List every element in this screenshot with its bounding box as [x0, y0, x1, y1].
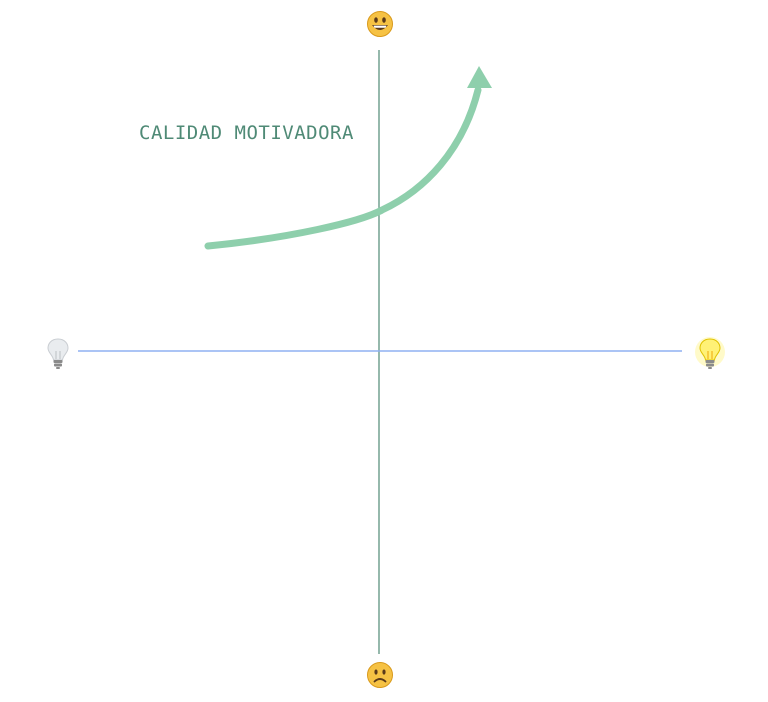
curved-arrow — [204, 66, 492, 250]
arrow-curve — [204, 86, 482, 250]
lightbulb-on-icon — [695, 337, 725, 369]
grinning-face-icon — [367, 11, 393, 37]
axis-label: CALIDAD MOTIVADORA — [139, 122, 354, 144]
lightbulb-off-icon — [47, 338, 69, 369]
frowning-face-icon — [367, 662, 393, 688]
arrow-head — [467, 66, 492, 88]
